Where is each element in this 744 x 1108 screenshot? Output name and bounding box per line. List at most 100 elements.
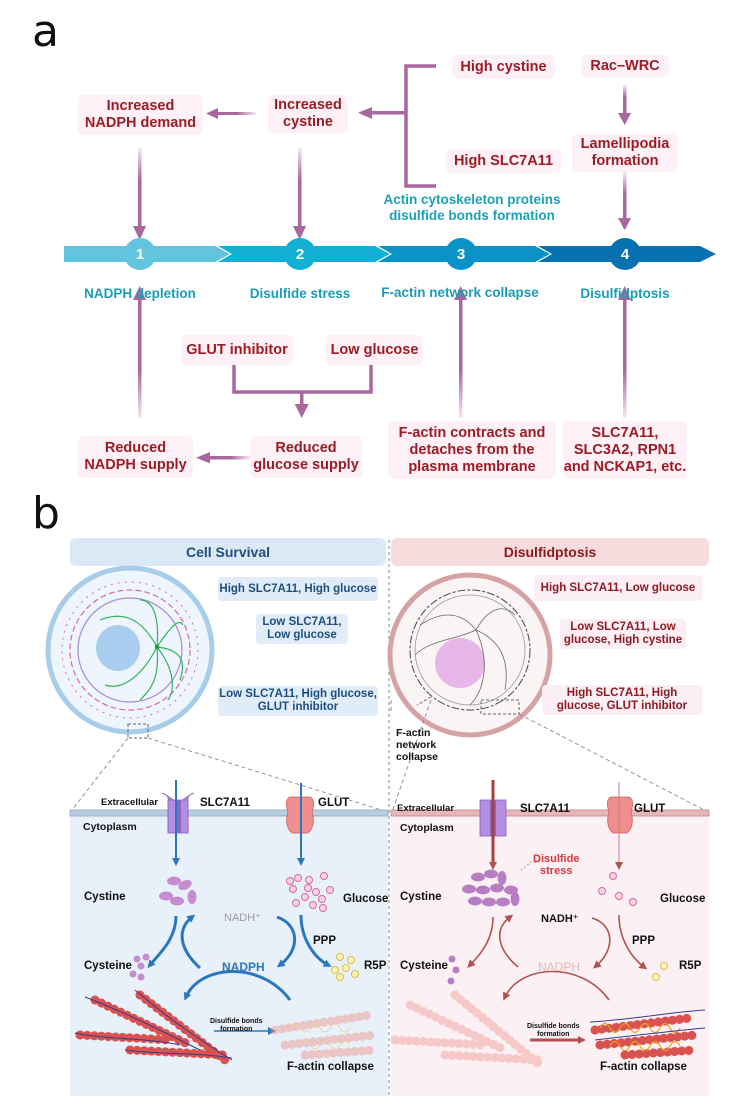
death-nadph-label: NADPH bbox=[538, 960, 581, 974]
death-cell-note: F-actin network collapse bbox=[396, 727, 439, 763]
death-condition-1: High SLC7A11, Low glucose bbox=[534, 575, 702, 601]
survival-glucose-molecules bbox=[286, 872, 334, 912]
death-nadh-to-nadph-arrow bbox=[591, 917, 611, 969]
step-3-label: F-actin network collapse bbox=[381, 285, 539, 300]
box-high-cystine: High cystine bbox=[452, 55, 555, 79]
step-1-circle: 1 bbox=[124, 238, 156, 270]
survival-cell-illustration bbox=[45, 565, 215, 739]
survival-cystine-to-cysteine-arrow bbox=[147, 915, 178, 969]
arrow-reduced-nadph-up bbox=[133, 286, 146, 418]
survival-r5p-molecules bbox=[331, 953, 359, 981]
survival-extracellular-label: Extracellular bbox=[101, 797, 159, 808]
box-high-slc7a11: High SLC7A11 bbox=[446, 149, 561, 173]
box-increased-cystine: Increased cystine bbox=[268, 95, 348, 133]
survival-cytoplasm-label: Cytoplasm bbox=[83, 821, 137, 833]
box-glut-inhibitor: GLUT inhibitor bbox=[181, 335, 293, 365]
arrow-glucose-to-nadph-supply bbox=[196, 452, 250, 464]
step-3-circle: 3 bbox=[445, 238, 477, 270]
stress-pointer bbox=[520, 861, 540, 871]
bracket-cystine-slc7a11 bbox=[358, 64, 436, 188]
death-cytoplasm-label: Cytoplasm bbox=[400, 822, 454, 834]
survival-glucose-label: Glucose bbox=[343, 893, 389, 905]
survival-condition-3: Low SLC7A11, High glucose, GLUT inhibito… bbox=[218, 686, 378, 716]
death-cytoplasm bbox=[391, 812, 709, 1096]
box-reduced-glucose-supply: Reduced glucose supply bbox=[250, 436, 362, 478]
step-4-label: Disulfidptosis bbox=[580, 286, 670, 301]
death-nadh-label: NADH⁺ bbox=[541, 913, 579, 925]
step-1-label: NADPH depletion bbox=[84, 286, 196, 301]
survival-header: Cell Survival bbox=[70, 538, 386, 566]
death-glucose-label: Glucose bbox=[660, 893, 706, 905]
survival-ppp-label: PPP bbox=[313, 935, 337, 947]
bracket-glut-lowglucose bbox=[232, 365, 373, 418]
death-outcome-label: F-actin collapse bbox=[600, 1061, 687, 1073]
survival-disulfide-label: Disulfide bonds formation bbox=[210, 1018, 263, 1033]
survival-nadph-label: NADPH bbox=[222, 960, 265, 974]
survival-membrane bbox=[69, 809, 389, 817]
death-cystine-molecules bbox=[462, 869, 520, 907]
arrow-cystine-to-nadph-demand bbox=[206, 108, 256, 119]
death-nadph-to-factin-arrow bbox=[503, 970, 610, 1001]
death-stress-label: Disulfide stress bbox=[533, 853, 580, 877]
death-glucose-molecules bbox=[598, 872, 637, 906]
death-cell-illustration bbox=[387, 572, 553, 738]
survival-nadh-to-nadph-arrow bbox=[276, 915, 297, 968]
survival-cysteine-molecules bbox=[129, 953, 150, 981]
box-genes: SLC7A11, SLC3A2, RPN1 and NCKAP1, etc. bbox=[563, 421, 687, 479]
survival-cysteine-label: Cysteine bbox=[84, 960, 132, 972]
death-glucose-to-r5p-arrow bbox=[618, 914, 648, 970]
box-low-glucose: Low glucose bbox=[326, 335, 423, 365]
survival-cystine-molecules bbox=[159, 876, 197, 906]
arrow-cystine-down bbox=[293, 148, 306, 240]
step-4-circle: 4 bbox=[609, 238, 641, 270]
survival-slc7a11-transporter bbox=[161, 792, 195, 834]
arrow-factin-contracts-up bbox=[454, 286, 467, 418]
death-extracellular-label: Extracellular bbox=[397, 803, 455, 814]
panel-b-letter: b bbox=[32, 488, 60, 539]
death-header: Disulfidptosis bbox=[391, 538, 709, 566]
arrow-racwrc-down bbox=[618, 85, 631, 125]
death-cystine-label: Cystine bbox=[400, 891, 442, 903]
box-rac-wrc: Rac–WRC bbox=[581, 55, 669, 77]
death-factin-collapsed bbox=[589, 1009, 706, 1060]
survival-glut-label: GLUT bbox=[318, 797, 350, 809]
death-r5p-label: R5P bbox=[679, 960, 702, 972]
death-slc7a11-label: SLC7A11 bbox=[520, 803, 570, 815]
box-lamellipodia-formation: Lamellipodia formation bbox=[572, 134, 678, 172]
survival-cytoplasm bbox=[70, 812, 388, 1096]
zoom-lines bbox=[71, 699, 709, 813]
death-cysteine-label: Cysteine bbox=[400, 960, 448, 972]
box-increased-nadph-demand: Increased NADPH demand bbox=[78, 95, 203, 135]
survival-cystine-label: Cystine bbox=[84, 891, 126, 903]
survival-nadph-to-nadh-arrow bbox=[180, 914, 202, 970]
arrow-nadph-demand-down bbox=[133, 148, 146, 240]
step-2-circle: 2 bbox=[284, 238, 316, 270]
death-factin-healthy bbox=[390, 990, 545, 1070]
panel-a-letter: a bbox=[32, 6, 59, 57]
survival-factin-healthy bbox=[74, 989, 233, 1065]
death-condition-2: Low SLC7A11, Low glucose, High cystine bbox=[560, 619, 686, 649]
survival-factin-collapsed bbox=[270, 1010, 380, 1060]
survival-r5p-label: R5P bbox=[364, 960, 387, 972]
death-glut-label: GLUT bbox=[634, 803, 666, 815]
death-membrane bbox=[390, 809, 710, 817]
box-factin-contracts: F-actin contracts and detaches from the … bbox=[388, 421, 556, 479]
survival-slc7a11-label: SLC7A11 bbox=[200, 797, 250, 809]
survival-condition-1: High SLC7A11, High glucose bbox=[218, 577, 378, 601]
death-disulfide-label: Disulfide bonds formation bbox=[527, 1023, 580, 1038]
death-r5p-molecules bbox=[652, 962, 668, 981]
arrow-genes-up bbox=[618, 286, 631, 418]
box-reduced-nadph-supply: Reduced NADPH supply bbox=[78, 436, 193, 478]
survival-nadph-to-factin-arrow bbox=[183, 970, 292, 1001]
death-ppp-label: PPP bbox=[632, 935, 656, 947]
step-2-label: Disulfide stress bbox=[249, 286, 351, 301]
survival-outcome-label: F-actin collapse bbox=[287, 1061, 374, 1073]
death-condition-3: High SLC7A11, High glucose, GLUT inhibit… bbox=[542, 685, 702, 715]
actin-note: Actin cytoskeleton proteins disulfide bo… bbox=[383, 192, 561, 223]
death-cystine-to-cysteine-arrow bbox=[467, 916, 494, 968]
survival-condition-2: Low SLC7A11, Low glucose bbox=[256, 614, 348, 644]
survival-glucose-to-r5p-arrow bbox=[299, 914, 332, 967]
survival-nadh-label: NADH⁺ bbox=[224, 912, 261, 924]
death-cysteine-molecules bbox=[447, 955, 460, 985]
